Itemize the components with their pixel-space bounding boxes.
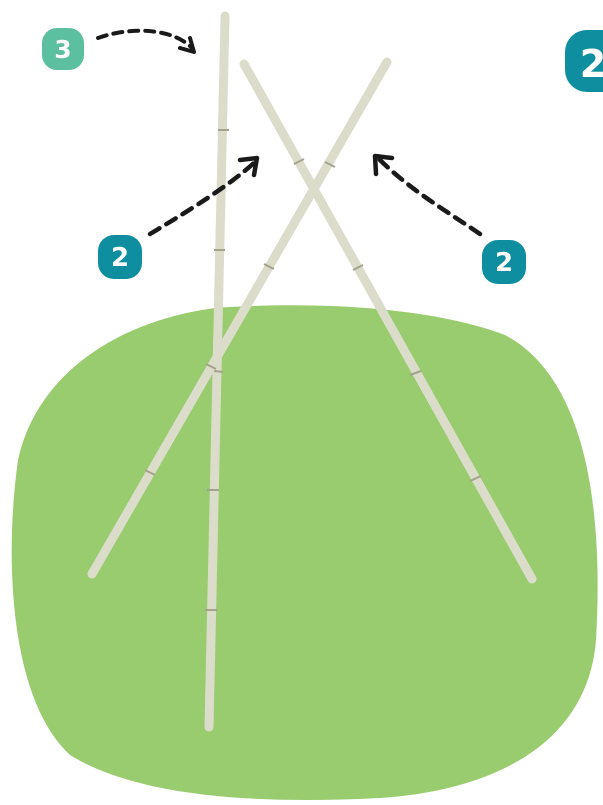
step-number-2-left: 2 xyxy=(111,243,129,273)
arrow-step-2-left xyxy=(150,158,257,234)
step-badge-2-corner: 2 xyxy=(565,30,603,92)
arrow-step-2-right xyxy=(375,156,480,234)
step-number-2-corner: 2 xyxy=(580,42,603,86)
step-badge-2-right: 2 xyxy=(482,240,526,284)
arrow-step-3 xyxy=(98,31,194,52)
step-number-2-right: 2 xyxy=(495,248,513,278)
step-number-3: 3 xyxy=(54,35,71,64)
step-badge-2-left: 2 xyxy=(98,235,142,279)
step-badge-3: 3 xyxy=(42,28,84,70)
